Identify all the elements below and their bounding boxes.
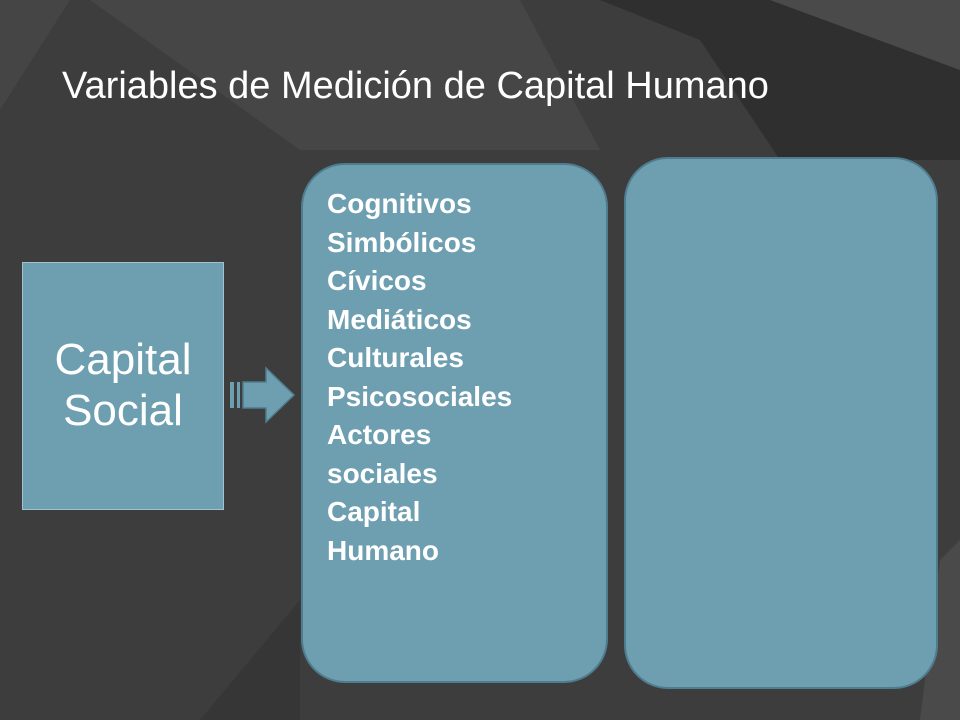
variable-item: Simbólicos (327, 226, 477, 258)
variable-item: Culturales (327, 342, 464, 373)
empty-rounded-box (624, 157, 938, 689)
variable-item: Mediáticos (327, 303, 472, 335)
variable-item: Cívicos (327, 265, 427, 296)
variable-item: Actores (327, 419, 432, 450)
variable-item: Psicosociales (327, 380, 513, 412)
capital-social-line-1: Capital (54, 335, 192, 385)
variables-list-box: Cognitivos Simbólicos Cívicos Mediáticos… (301, 163, 608, 683)
variable-item: sociales (327, 457, 438, 489)
variables-list: Cognitivos Simbólicos Cívicos Mediáticos… (327, 185, 606, 570)
variable-item: Humano (327, 534, 439, 566)
variable-item: Cognitivos (327, 188, 472, 219)
capital-social-box: Capital Social (22, 262, 224, 510)
slide-title: Variables de Medición de Capital Humano (62, 65, 769, 107)
right-arrow-icon (230, 366, 296, 424)
capital-social-line-2: Social (63, 386, 183, 435)
variable-item: Capital (327, 496, 421, 527)
